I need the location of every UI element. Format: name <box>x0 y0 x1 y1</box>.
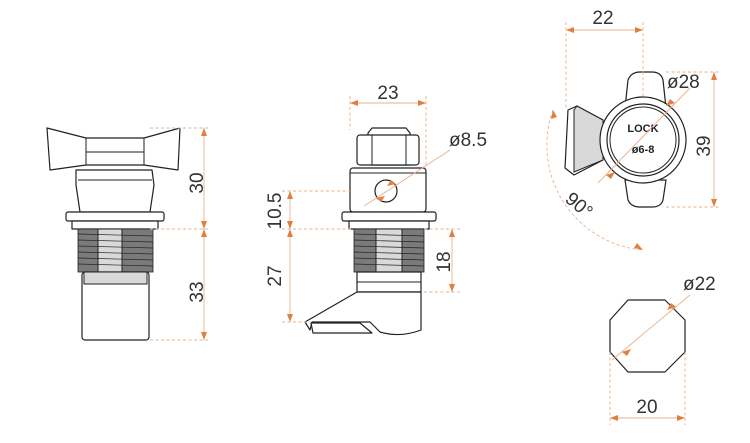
side-hole <box>374 179 398 203</box>
dim-side-width: 23 <box>377 83 398 104</box>
dim-thread-length: 18 <box>434 251 455 272</box>
rotation-angle-label: 90° <box>561 189 597 224</box>
dim-height-lower: 33 <box>187 281 208 302</box>
top-face <box>606 103 680 177</box>
cutout-shape <box>609 299 686 373</box>
front-view <box>46 127 181 341</box>
dim-height-upper: 30 <box>187 172 208 193</box>
side-flange <box>341 211 437 222</box>
front-neck <box>75 169 155 213</box>
dim-cutout-diameter: ø22 <box>683 274 716 295</box>
wing-handle <box>46 127 181 171</box>
cutout-view <box>609 299 686 373</box>
top-view: LOCK ø6-8 <box>564 71 687 208</box>
dim-top-diameter: ø28 <box>667 72 700 93</box>
top-wing-lower <box>624 179 667 208</box>
dim-flange-height: 10.5 <box>265 193 286 230</box>
front-view-dimensions: 30 33 <box>150 127 210 341</box>
dim-total-height: 27 <box>265 265 286 286</box>
cutout-view-dimensions: ø22 20 <box>609 274 716 425</box>
face-label-size: ø6-8 <box>632 144 655 156</box>
dim-top-height: 39 <box>694 135 715 156</box>
dim-top-width: 22 <box>592 8 613 29</box>
dim-hole-diameter: ø8.5 <box>449 130 487 151</box>
rotation-arc <box>546 109 644 251</box>
side-view <box>304 127 437 336</box>
dim-cutout-width: 20 <box>636 397 657 418</box>
face-label-lock: LOCK <box>627 123 658 135</box>
thread-lines <box>77 233 154 267</box>
front-flange <box>65 211 165 222</box>
side-view-dimensions: 23 ø8.5 10.5 27 18 <box>265 83 487 323</box>
